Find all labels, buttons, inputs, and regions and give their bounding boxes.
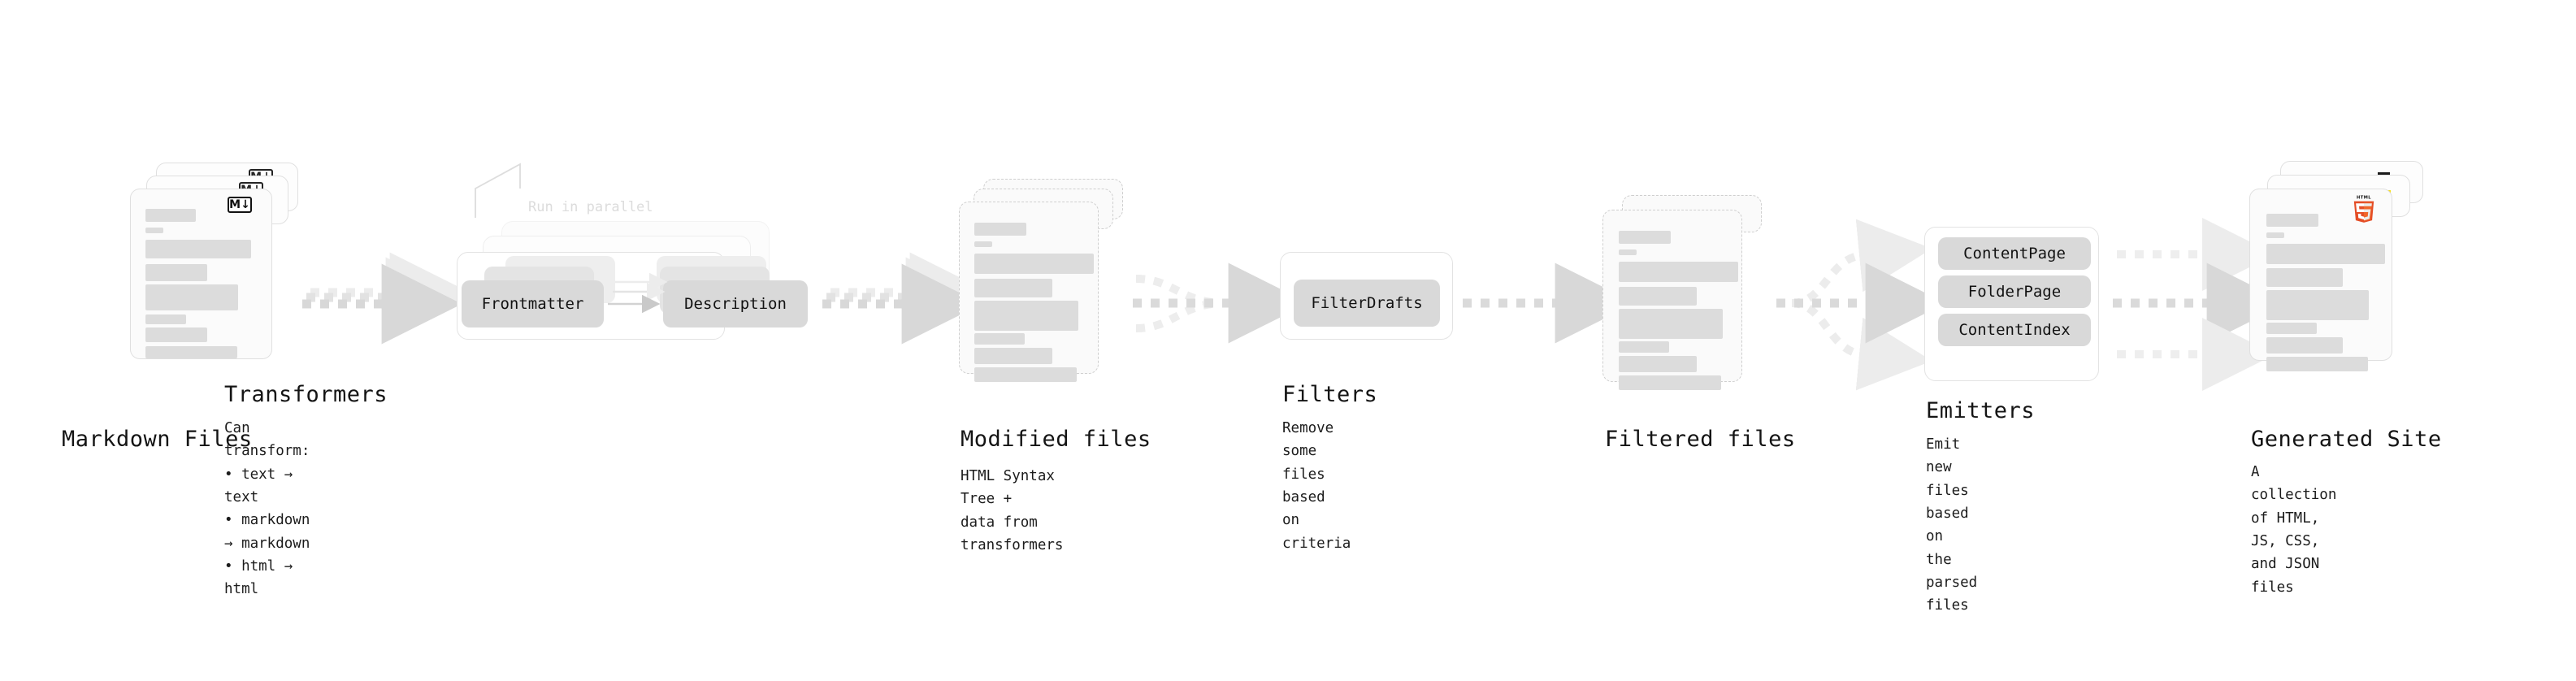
markdown-card-front	[130, 189, 272, 359]
skeleton-bar	[145, 228, 163, 233]
skeleton-bar	[2266, 357, 2368, 371]
stage-desc-generated-site: A collection of HTML, JS, CSS, and JSON …	[2251, 464, 2337, 596]
skeleton-bar	[2266, 290, 2369, 320]
stage-title-filters: Filters	[1282, 382, 1378, 407]
skeleton-bar	[2266, 323, 2317, 334]
stage-title-modified-files: Modified files	[961, 427, 1151, 452]
skeleton-bar	[1619, 287, 1697, 306]
skeleton-bar	[974, 333, 1025, 345]
connector-transformers-to-modified	[822, 252, 991, 345]
skeleton-bar	[2266, 232, 2284, 238]
stage-title-markdown-files: Markdown Files	[62, 427, 253, 452]
transformer-pill-description[interactable]: Description	[663, 280, 808, 327]
stage-title-filtered-files: Filtered files	[1605, 427, 1796, 452]
skeleton-bar	[1619, 375, 1721, 390]
stage-title-transformers: Transformers	[224, 382, 388, 407]
svg-text:HTML: HTML	[2357, 195, 2371, 200]
stage-desc-modified-files: HTML Syntax Tree + data from transformer…	[961, 468, 1064, 554]
skeleton-bar	[145, 264, 207, 281]
skeleton-bar	[145, 284, 238, 310]
html5-icon: HTML	[2353, 195, 2374, 223]
skeleton-bar	[974, 279, 1052, 297]
emitter-pill-contentpage[interactable]: ContentPage	[1938, 237, 2091, 270]
skeleton-bar	[145, 327, 207, 342]
skeleton-bar	[974, 301, 1078, 331]
skeleton-bar	[145, 209, 196, 222]
run-in-parallel-annotation: Run in parallel	[528, 199, 653, 215]
skeleton-bar	[1619, 309, 1723, 339]
filter-pill-filterdrafts[interactable]: FilterDrafts	[1294, 280, 1440, 327]
emitter-pill-contentindex[interactable]: ContentIndex	[1938, 314, 2091, 346]
skeleton-bar	[1619, 341, 1669, 353]
skeleton-bar	[2266, 337, 2343, 354]
filtered-card-front	[1602, 210, 1742, 390]
skeleton-bar	[974, 367, 1077, 382]
skeleton-bar	[2266, 214, 2318, 227]
stage-desc-transformers: Can transform: • text → text • markdown …	[224, 420, 310, 598]
skeleton-bar	[974, 254, 1094, 274]
skeleton-bar	[974, 241, 992, 247]
modified-card-front	[959, 202, 1099, 382]
skeleton-bar	[145, 240, 251, 258]
skeleton-bar	[974, 223, 1026, 236]
parallel-leader-line	[475, 163, 521, 218]
skeleton-bar	[1619, 249, 1637, 255]
connector-filtered-to-emitters	[1776, 219, 1946, 391]
connector-emitters-to-site	[2113, 218, 2288, 391]
stage-title-emitters: Emitters	[1926, 398, 2036, 423]
connector-modified-to-filters	[1133, 262, 1309, 344]
transformer-pill-frontmatter[interactable]: Frontmatter	[462, 280, 604, 327]
stage-desc-filters: Remove some files based on criteria	[1282, 420, 1351, 552]
skeleton-bar	[2266, 268, 2343, 287]
skeleton-bar	[974, 348, 1052, 364]
skeleton-bar	[145, 346, 237, 358]
skeleton-bar	[1619, 231, 1671, 244]
skeleton-bar	[1619, 262, 1738, 282]
skeleton-bar	[145, 314, 186, 324]
skeleton-bar	[2266, 244, 2385, 264]
emitter-pill-folderpage[interactable]: FolderPage	[1938, 275, 2091, 308]
connector-markdown-to-transformers	[302, 252, 471, 345]
skeleton-bar	[1619, 356, 1697, 372]
stage-title-generated-site: Generated Site	[2251, 427, 2442, 452]
stage-desc-emitters: Emit new files based on the parsed files	[1926, 436, 1978, 614]
markdown-icon: M↓	[228, 197, 252, 213]
